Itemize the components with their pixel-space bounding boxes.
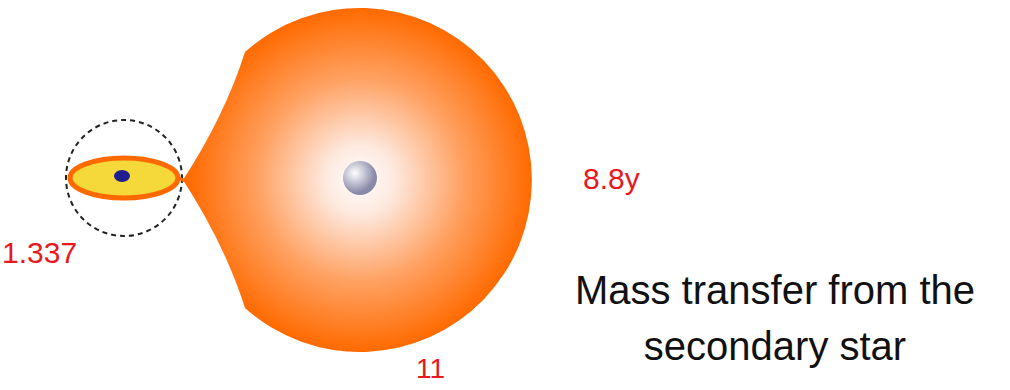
secondary-core	[343, 161, 377, 195]
caption-note: Mass transfer from the secondary star	[550, 262, 1000, 374]
secondary-star	[183, 8, 532, 352]
roche-lobe	[66, 120, 182, 236]
mass-label: 1.337	[2, 232, 77, 274]
period-label: 8.8y	[583, 158, 640, 200]
mass-label: 11	[416, 349, 445, 388]
accretion-disk	[70, 158, 178, 198]
mass-stream	[178, 178, 186, 181]
white-dwarf	[114, 170, 130, 182]
